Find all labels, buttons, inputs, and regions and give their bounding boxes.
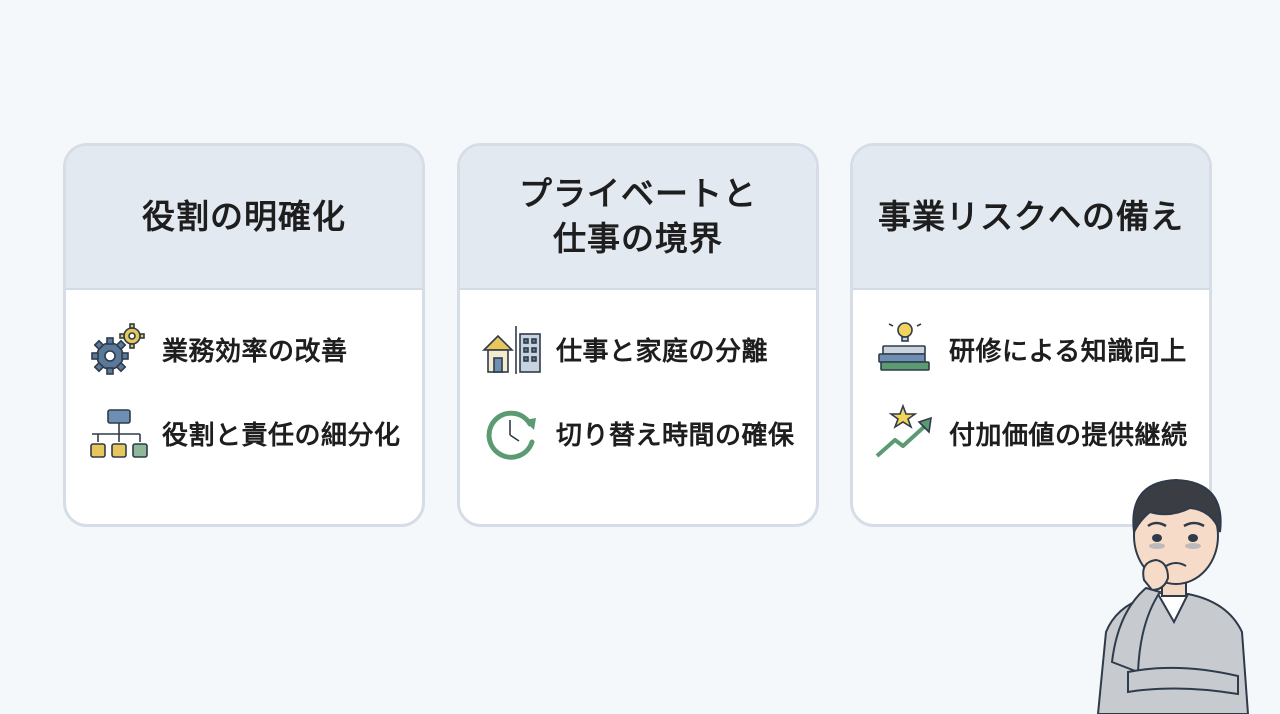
item-label: 役割と責任の細分化 (162, 420, 401, 451)
gears-icon (86, 320, 150, 378)
item-label: 付加価値の提供継続 (949, 420, 1188, 451)
card-role-clarification: 役割の明確化 (63, 143, 425, 527)
worried-man-illustration (1088, 462, 1258, 714)
card-body: 研修による知識向上 付加価値の提供継続 (853, 290, 1209, 462)
list-item: 業務効率の改善 (86, 320, 422, 378)
card-header: プライベートと 仕事の境界 (460, 146, 816, 290)
list-item: 研修による知識向上 (873, 320, 1209, 378)
list-item: 仕事と家庭の分離 (480, 320, 816, 378)
item-label: 業務効率の改善 (162, 336, 348, 367)
card-private-work-boundary: プライベートと 仕事の境界 (457, 143, 819, 527)
card-header: 役割の明確化 (66, 146, 422, 290)
org-chart-icon (86, 404, 150, 462)
books-lightbulb-icon (873, 320, 937, 378)
card-title: 役割の明確化 (142, 196, 346, 236)
clock-cycle-icon (480, 404, 544, 462)
list-item: 切り替え時間の確保 (480, 404, 816, 462)
card-business-risk: 事業リスクへの備え 研修による知識向上 (850, 143, 1212, 527)
list-item: 役割と責任の細分化 (86, 404, 422, 462)
card-title: 事業リスクへの備え (878, 196, 1184, 236)
star-growth-arrow-icon (873, 404, 937, 462)
item-label: 切り替え時間の確保 (556, 420, 795, 451)
item-label: 仕事と家庭の分離 (556, 336, 769, 367)
card-title: プライベートと 仕事の境界 (519, 174, 757, 258)
list-item: 付加価値の提供継続 (873, 404, 1209, 462)
item-label: 研修による知識向上 (949, 336, 1187, 367)
card-header: 事業リスクへの備え (853, 146, 1209, 290)
card-body: 業務効率の改善 (66, 290, 422, 462)
house-building-icon (480, 320, 544, 378)
card-body: 仕事と家庭の分離 切り替え時間の確保 (460, 290, 816, 462)
